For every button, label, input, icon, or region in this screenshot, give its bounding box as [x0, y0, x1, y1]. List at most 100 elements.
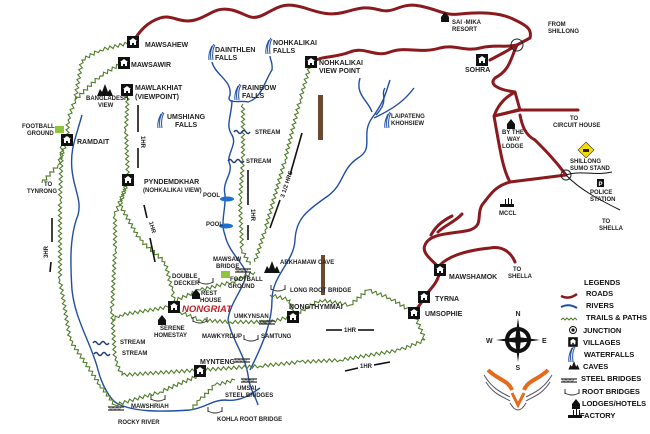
village-icon: [168, 301, 180, 313]
to-tynrong-label: TO: [44, 182, 53, 188]
serene-homestay-label: HOMESTAY: [154, 333, 187, 339]
nohkalikai-falls-label: NOHKALIKAI: [273, 40, 317, 47]
compass-south: S: [516, 365, 521, 372]
village-icon: [61, 134, 73, 146]
stream-icon: [233, 129, 251, 135]
road-sohra-south: [491, 43, 580, 184]
nohkalikai-falls-label: FALLS: [273, 48, 295, 55]
road-viewpoint-junction: [309, 43, 519, 64]
to-tynrong-label: TYNRONG: [27, 189, 57, 195]
sai-mika-resort-label: SAI -MIKA: [452, 20, 482, 26]
rainbow-falls-label: FALLS: [242, 93, 264, 100]
trail: [111, 305, 169, 321]
long-root-bridge-label: LONG ROOT BRIDGE: [290, 288, 351, 294]
to-shella-label: SHELLA: [508, 274, 533, 280]
trail: [189, 378, 236, 411]
village-umsophie[interactable]: UMSOPHIE: [425, 311, 463, 318]
root-bridge-icon: [198, 277, 214, 285]
village-icon: [287, 311, 299, 323]
compass-east: E: [542, 338, 547, 345]
pool: [220, 196, 234, 202]
root-bridge-icon: [207, 406, 223, 414]
legend-title: LEGENDS: [584, 278, 620, 287]
sai-mika-resort-label: RESORT: [452, 27, 477, 33]
legend-item: CAVES: [583, 362, 608, 371]
roads: [131, 3, 580, 315]
to-circuit-house-label: CIRCUIT HOUSE: [553, 123, 600, 129]
road-hook: [429, 212, 464, 237]
stream-icon: [93, 351, 111, 357]
duration-label: 3HR: [44, 245, 50, 258]
umshiang-falls-label: UMSHIANG: [167, 114, 206, 121]
village-mawsawir[interactable]: MAWSAWIR: [131, 62, 171, 69]
sumo-stand-label: SUMO STAND: [570, 166, 611, 172]
arkhamaw-cave-label: ARKHAMAW CAVE: [280, 260, 334, 266]
compass-west: W: [486, 338, 493, 345]
bangladesh-view-label: VIEW: [98, 103, 114, 109]
village-nohkalikai-viewpoint[interactable]: NOHKALIKAI: [319, 60, 363, 67]
cave-icon: [97, 84, 113, 96]
svg-text:P: P: [599, 182, 603, 188]
village-icon: [127, 36, 139, 48]
football-ground-icon: [55, 126, 64, 133]
to-circuit-house-label: TO: [570, 116, 579, 122]
from-shillong-label: FROM: [548, 22, 566, 28]
legend-item: TRAILS & PATHS: [586, 313, 647, 322]
stream-icon: [92, 340, 110, 346]
to-shella-label: TO: [602, 219, 611, 225]
legend-item: WATERFALLS: [584, 350, 634, 359]
trail: [109, 179, 201, 378]
double-decker-label: DOUBLE: [172, 274, 197, 280]
dainthlen-falls-label: FALLS: [215, 55, 237, 62]
village-nongthymmai[interactable]: NONGTHYMMAI: [289, 304, 343, 311]
stream-label: STREAM: [122, 351, 147, 357]
football-ground-label: FOOTBALL: [22, 124, 55, 130]
root-bridge-icon: [243, 334, 259, 342]
places: FOOTBALL GROUND BANGLADESH VIEW UMSHIANG…: [22, 12, 624, 426]
cliff-texture: [318, 95, 323, 140]
village-pyndemdkhar[interactable]: PYNDEMDKHAR: [144, 179, 199, 186]
pool: [219, 223, 233, 229]
legend-item: FACTORY: [580, 411, 615, 420]
cave-icon: [264, 261, 280, 273]
legend-item: ROOT BRIDGES: [582, 387, 640, 396]
factory-icon: [500, 198, 514, 207]
village-icon: [121, 84, 133, 96]
mawsaw-bridge-label: MAWSAW: [213, 257, 242, 263]
rest-house-label: REST: [201, 291, 217, 297]
double-decker-label: DECKER: [174, 281, 200, 287]
legend-item: ROADS: [586, 289, 613, 298]
compass-rose: N S E W: [486, 311, 547, 372]
compass-north: N: [516, 311, 521, 318]
waterfall-icon: [234, 83, 242, 101]
cliff-texture: [321, 255, 325, 295]
logo: [483, 368, 553, 411]
village-nongriat[interactable]: NONGRIAT: [182, 304, 233, 315]
umsai-steel-bridges-label: STEEL BRIDGES: [225, 393, 273, 399]
by-the-way-lodge-label: WAY: [507, 137, 520, 143]
trail: [269, 293, 295, 317]
mawkyrdup-label: MAWKYRDUP: [202, 334, 242, 340]
village-ramdait[interactable]: RAMDAIT: [77, 139, 110, 146]
sumo-stand-label: SHILLONG: [570, 159, 601, 165]
village-mawsahew[interactable]: MAWSAHEW: [145, 42, 189, 49]
trail: [57, 144, 116, 406]
village-tyrna[interactable]: TYRNA: [435, 296, 459, 303]
to-shella-label: SHELLA: [599, 226, 624, 232]
village-sohra[interactable]: SOHRA: [465, 67, 490, 74]
duration-label: 3 1/2 HRS: [280, 170, 294, 198]
trail: [114, 373, 201, 407]
to-shella-label: TO: [513, 267, 522, 273]
village-mawshamok[interactable]: MAWSHAMOK: [449, 274, 497, 281]
village-mynteng[interactable]: MYNTENG: [200, 359, 236, 366]
rainbow-falls-label: RAINBOW: [242, 85, 277, 92]
stream-icon: [227, 158, 245, 164]
mawsaw-bridge-label: BRIDGE: [216, 264, 239, 270]
river-rocky: [70, 114, 261, 412]
village-mawlakhiat[interactable]: MAWLAKHIAT: [135, 85, 183, 92]
football-ground-icon: [221, 271, 230, 278]
trail: [119, 88, 176, 302]
road-mawsahew-shillong: [131, 3, 532, 47]
village-icon: [434, 264, 446, 276]
